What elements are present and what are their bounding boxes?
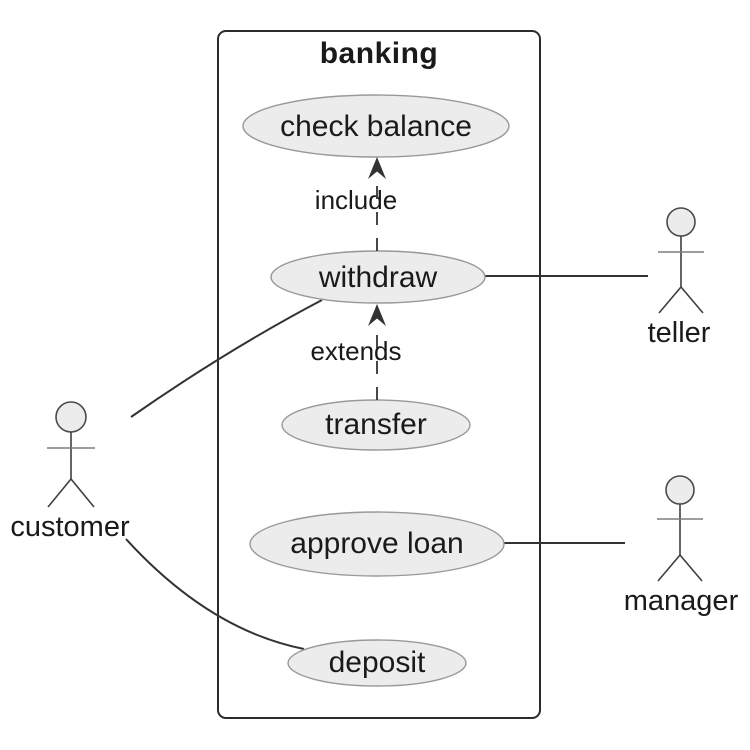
teller-label: teller	[648, 317, 711, 349]
usecase-approve-loan: approve loan	[249, 511, 505, 577]
extends-arrowhead-icon	[368, 304, 386, 326]
check-balance-label: check balance	[280, 110, 472, 143]
actor-manager: manager	[624, 475, 739, 617]
usecase-transfer: transfer	[281, 399, 471, 451]
edge-customer-withdraw	[130, 299, 323, 418]
deposit-ellipse	[287, 639, 467, 687]
approve-loan-label: approve loan	[290, 527, 463, 560]
edge-label-extends: extends	[310, 336, 401, 366]
teller-legs	[658, 285, 704, 314]
customer-legs	[47, 477, 95, 508]
withdraw-label: withdraw	[318, 261, 438, 294]
transfer-ellipse	[281, 399, 471, 451]
customer-label: customer	[10, 511, 130, 543]
manager-legs	[657, 553, 703, 582]
check-balance-ellipse	[242, 94, 510, 158]
usecase-deposit: deposit	[287, 639, 467, 687]
approve-loan-ellipse	[249, 511, 505, 577]
usecase-withdraw: withdraw	[270, 250, 486, 304]
include-arrowhead-icon	[368, 157, 386, 179]
edge-label-include: include	[315, 185, 397, 215]
actor-teller: teller	[648, 207, 711, 349]
teller-head	[666, 207, 696, 237]
actor-customer: customer	[10, 401, 130, 543]
usecase-check-balance: check balance	[242, 94, 510, 158]
teller-actor-icon	[658, 207, 704, 314]
manager-head	[665, 475, 695, 505]
deposit-label: deposit	[329, 646, 426, 679]
customer-head	[55, 401, 87, 433]
system-boundary-title: banking	[320, 37, 439, 70]
manager-actor-icon	[657, 475, 703, 582]
withdraw-ellipse	[270, 250, 486, 304]
transfer-label: transfer	[325, 408, 427, 441]
edge-customer-deposit	[125, 538, 305, 650]
system-boundary	[217, 30, 541, 719]
manager-label: manager	[624, 585, 739, 617]
customer-actor-icon	[47, 401, 95, 508]
